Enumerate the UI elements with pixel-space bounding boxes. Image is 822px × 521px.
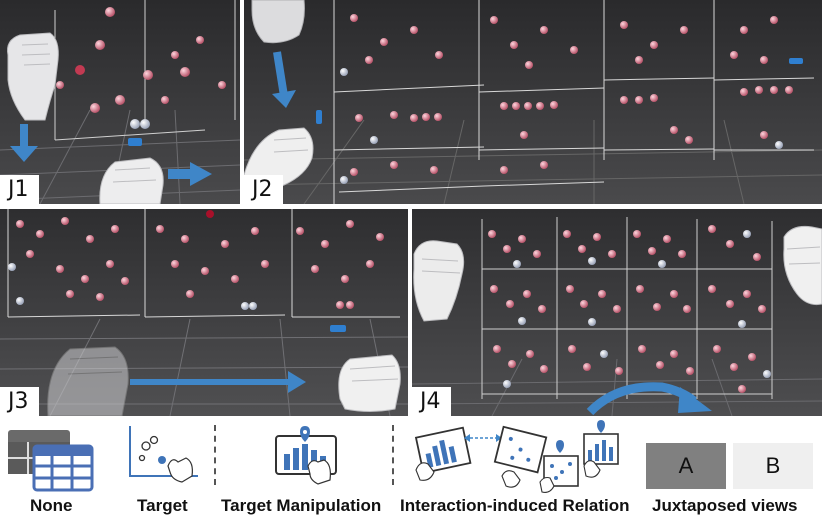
panel-label: J1 (0, 175, 39, 204)
hand-fist (783, 226, 822, 305)
separator (214, 425, 216, 485)
panel-label: J4 (412, 387, 451, 416)
hand-fist (47, 346, 129, 416)
axes (54, 0, 236, 141)
interaction-relation-icon (414, 420, 619, 493)
slider-handle (128, 138, 142, 146)
axes (333, 0, 815, 204)
slider-handle (316, 110, 322, 124)
target-icon (129, 426, 198, 483)
data-spheres (8, 210, 384, 310)
arrow-right-icon (130, 371, 306, 393)
arrow-down-icon (272, 51, 296, 108)
hand-fist (7, 32, 59, 121)
panel-label: J3 (0, 387, 39, 416)
scene-j1 (0, 0, 240, 204)
legend-label-target-manipulation: Target Manipulation (221, 496, 382, 515)
view-a-label: A (678, 453, 694, 478)
data-spheres (488, 225, 771, 393)
legend-label-juxtaposed-views: Juxtaposed views (652, 496, 798, 515)
hand-fist (99, 157, 164, 204)
data-spheres (56, 7, 226, 129)
separator (392, 425, 394, 485)
view-b-label: B (765, 453, 781, 478)
slider-handle (789, 58, 803, 64)
panel-j3: J3 (0, 209, 408, 416)
arrow-rotate-icon (586, 382, 712, 416)
hand-fist (251, 0, 305, 44)
view-b-box: B (733, 443, 813, 489)
arrow-down-icon (10, 124, 38, 162)
legend-label-none: None (30, 496, 73, 515)
none-icon (8, 430, 94, 492)
axes (7, 209, 400, 318)
hand-fist (338, 354, 401, 412)
panel-j4: J4 (412, 209, 822, 416)
hand-fist (413, 240, 465, 322)
panel-label: J2 (244, 175, 283, 204)
scene-j3 (0, 209, 408, 416)
view-a-box: A (646, 443, 726, 489)
scene-j2 (244, 0, 822, 204)
legend-label-interaction-relation: Interaction-induced Relation (400, 496, 630, 515)
slider-handle (330, 325, 346, 332)
target-manipulation-icon (275, 426, 337, 485)
data-spheres (340, 14, 793, 184)
arrow-right-icon (168, 162, 212, 186)
panel-j1: J1 (0, 0, 240, 204)
panel-j2: J2 (244, 0, 822, 204)
legend-label-target: Target (137, 496, 188, 515)
scene-j4 (412, 209, 822, 416)
